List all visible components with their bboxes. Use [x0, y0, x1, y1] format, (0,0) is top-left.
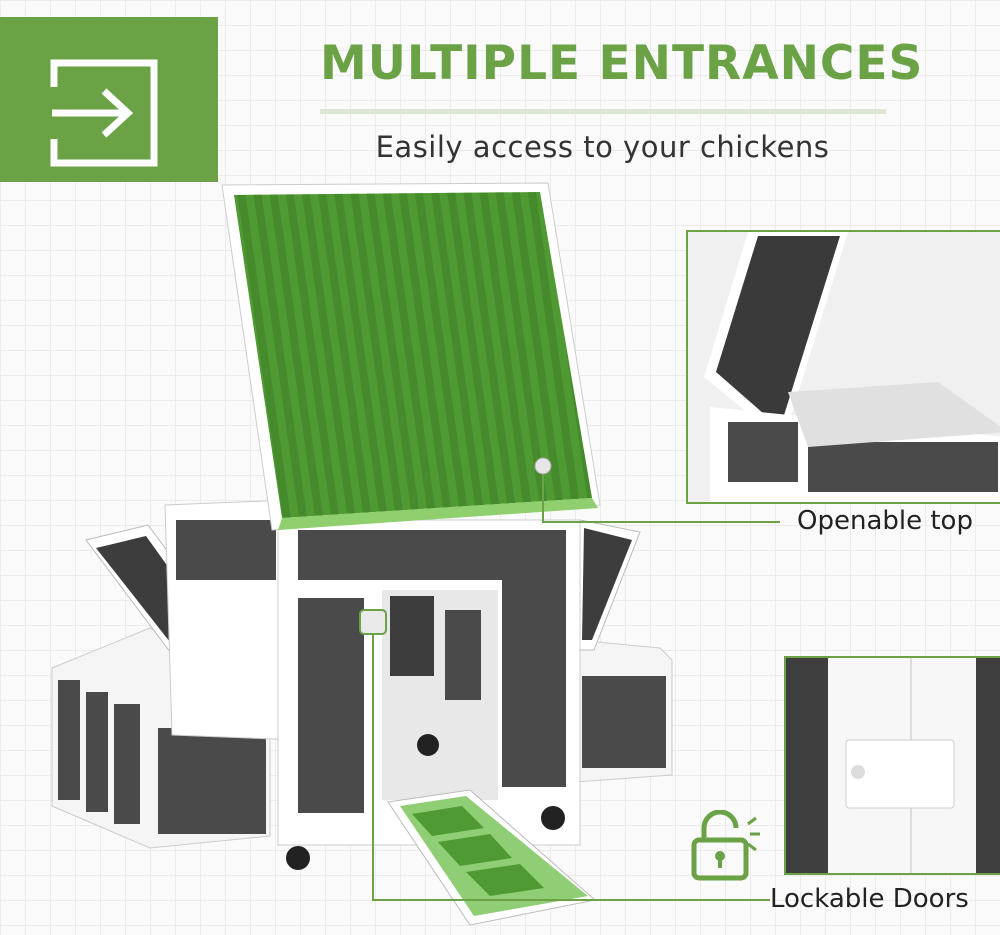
page-subtitle: Easily access to your chickens	[375, 130, 830, 164]
feature-badge	[0, 17, 218, 182]
lockable-doors-label: Lockable Doors	[770, 884, 969, 914]
door-latch-photo	[786, 658, 1000, 873]
openable-top-detail	[686, 230, 1000, 504]
openable-top-photo	[688, 232, 1000, 502]
right-nesting-box	[574, 519, 673, 783]
lockable-doors-detail	[784, 656, 1000, 875]
page-title: MULTIPLE ENTRANCES	[320, 36, 924, 91]
title-underline	[320, 109, 886, 114]
wheels	[286, 734, 565, 870]
padlock-icon	[691, 810, 760, 881]
openable-top-label: Openable top	[797, 506, 973, 536]
enter-arrow-icon	[50, 59, 158, 167]
